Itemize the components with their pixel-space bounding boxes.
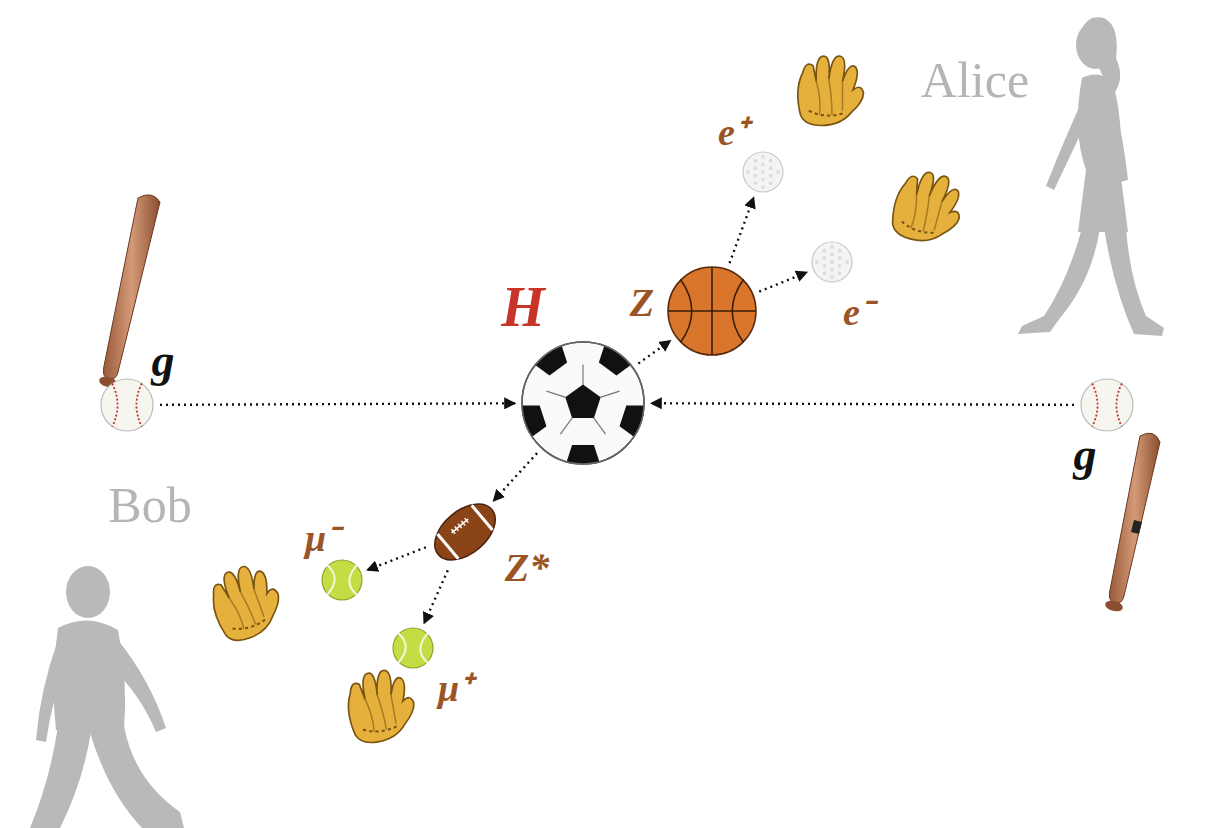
particle-label: Z* — [505, 548, 549, 588]
particle-label: μ⁻ — [305, 519, 339, 557]
particle-label: Z — [630, 283, 654, 323]
particle-label: g — [152, 338, 175, 384]
baseball-drawing — [100, 378, 154, 432]
glove — [887, 166, 968, 250]
soccer-ball: H — [521, 341, 645, 465]
glove — [798, 56, 864, 125]
person-name: Alice — [921, 55, 1029, 105]
particle-label: μ⁺ — [438, 669, 472, 707]
person-name: Bob — [108, 480, 191, 530]
baseball-ball: g — [1080, 378, 1134, 432]
tennis-drawing — [321, 559, 363, 601]
baseball-drawing — [1080, 378, 1134, 432]
dotted-arrow — [367, 547, 426, 570]
golf-ball: e⁻ — [811, 241, 853, 283]
particle-label: g — [1074, 432, 1097, 478]
basketball-ball: Z — [667, 266, 757, 356]
particle-label: H — [501, 279, 545, 335]
glove — [343, 666, 420, 746]
football-ball: Z* — [429, 496, 501, 568]
alice-silhouette — [1018, 17, 1164, 336]
dotted-arrow — [651, 403, 1074, 405]
baseball-ball: g — [100, 378, 154, 432]
tennis-drawing — [392, 627, 434, 669]
soccer-drawing — [521, 341, 645, 465]
particle-label: e⁻ — [843, 293, 873, 331]
football-drawing — [429, 496, 501, 568]
golf-ball: e⁺ — [742, 151, 784, 193]
dotted-arrow — [424, 570, 448, 623]
glove — [203, 558, 288, 646]
dotted-arrow — [493, 453, 537, 501]
golf-drawing — [811, 241, 853, 283]
basketball-drawing — [667, 266, 757, 356]
dotted-arrow — [160, 403, 515, 405]
bob-silhouette — [30, 566, 184, 828]
bat-left — [98, 195, 160, 389]
bat-right — [1104, 433, 1160, 613]
dotted-arrow — [638, 341, 670, 364]
tennis-ball: μ⁻ — [321, 559, 363, 601]
dotted-arrow — [730, 197, 754, 263]
golf-drawing — [742, 151, 784, 193]
tennis-ball: μ⁺ — [392, 627, 434, 669]
dotted-arrow — [759, 272, 807, 292]
particle-label: e⁺ — [718, 113, 748, 151]
